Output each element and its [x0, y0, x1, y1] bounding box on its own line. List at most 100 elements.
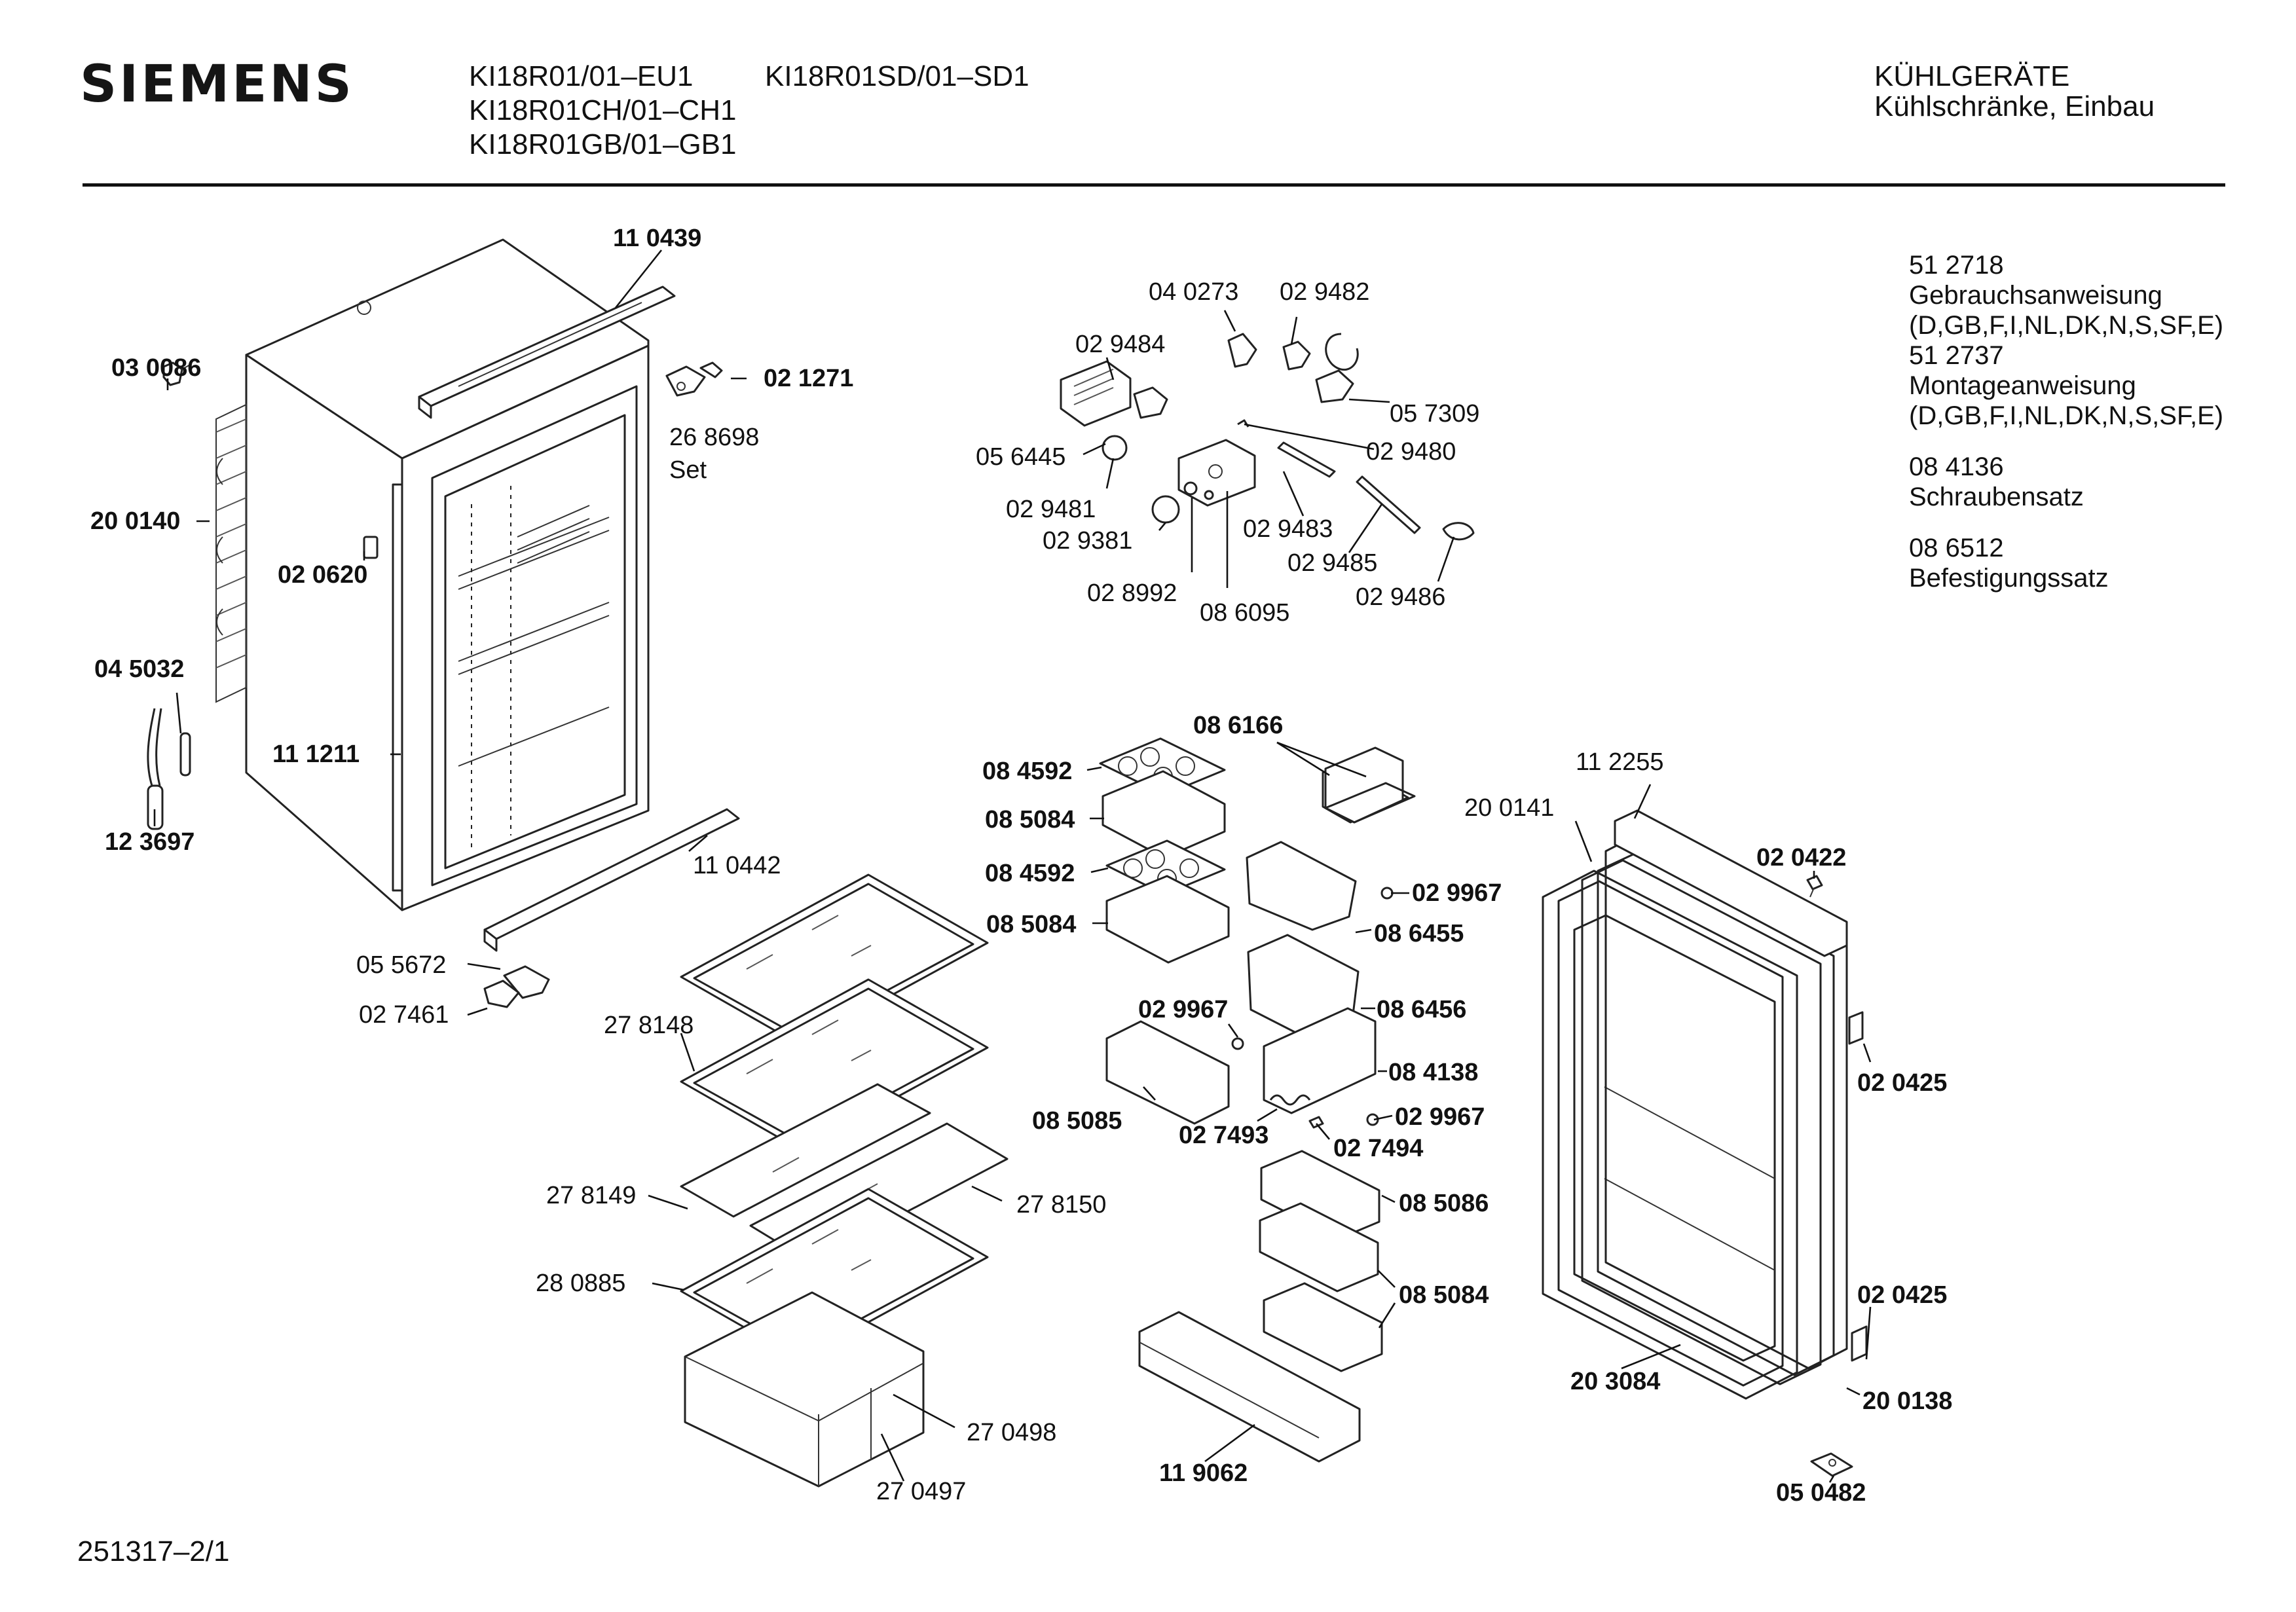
bottom-rail-part [483, 808, 740, 952]
leader-lines [153, 249, 1872, 1483]
part-number-label: 05 5672 [356, 951, 446, 979]
top-hinge-rail-part [1614, 809, 1848, 957]
part-number-label: 05 0482 [1776, 1479, 1866, 1507]
part-number-label: 11 2255 [1576, 748, 1664, 776]
part-number-label: 02 7461 [359, 1001, 449, 1029]
part-number-label: 02 9484 [1075, 331, 1165, 358]
hinge-bracket-part [665, 361, 723, 397]
header-divider [83, 183, 2225, 187]
glass-shelf-part [680, 978, 989, 1151]
thermostat-sensor-part [147, 708, 191, 830]
part-number-label: 20 3084 [1570, 1368, 1660, 1395]
part-number-label: 08 5086 [1399, 1190, 1489, 1217]
model-code: KI18R01GB/01–GB1 [469, 128, 737, 160]
model-code: KI18R01CH/01–CH1 [469, 94, 737, 126]
part-number-label: 20 0138 [1862, 1387, 1952, 1415]
document-number: 08 6512 [1909, 534, 2004, 562]
document-languages: (D,GB,F,I,NL,DK,N,S,SF,E) [1909, 311, 2224, 340]
part-number-label: 11 0439 [613, 225, 701, 252]
door-fixture-box-part [1324, 746, 1416, 824]
part-number-label: 27 0497 [876, 1478, 966, 1505]
part-number-label: 02 9486 [1356, 583, 1445, 611]
part-number-label: 08 6166 [1193, 712, 1283, 739]
part-number-label: 05 7309 [1390, 400, 1479, 428]
part-number-label: 02 0620 [278, 561, 367, 589]
part-labels: 11 0439 03 0086 02 1271 26 8698 Set 20 0… [90, 225, 1952, 1507]
bottle-bin-part [1138, 1311, 1361, 1463]
part-number-label: 02 7493 [1179, 1122, 1268, 1149]
hinge-plate-part [483, 965, 550, 1008]
part-number-label: 02 9967 [1395, 1103, 1485, 1131]
part-number-label: 08 4592 [985, 860, 1075, 887]
sheet-number: 251317–2/1 [77, 1535, 230, 1567]
part-number-label: 20 0141 [1464, 794, 1554, 822]
part-number-label: 02 9483 [1243, 515, 1333, 543]
crisper-drawer-part [684, 1291, 925, 1488]
part-number-label: 12 3697 [105, 828, 194, 856]
part-number-label: 08 5084 [1399, 1281, 1489, 1309]
part-number-label: 02 0425 [1857, 1069, 1947, 1097]
document-title: Befestigungssatz [1909, 564, 2109, 593]
door-bin-part [1260, 1150, 1380, 1240]
part-number-label: 02 7494 [1333, 1135, 1423, 1162]
document-number: 51 2737 [1909, 341, 2004, 370]
document-list: 51 2718 Gebrauchsanweisung (D,GB,F,I,NL,… [1909, 250, 2223, 593]
part-number-label: 20 0140 [90, 507, 180, 535]
part-number-label: 02 9485 [1287, 549, 1377, 577]
bottom-hinge-part [1810, 1452, 1853, 1477]
screw-part [1806, 875, 1823, 898]
document-languages: (D,GB,F,I,NL,DK,N,S,SF,E) [1909, 401, 2224, 430]
part-number-label: 27 8148 [604, 1012, 694, 1039]
document-title: Montageanweisung [1909, 371, 2136, 400]
glass-shelf-part [680, 873, 989, 1046]
part-number-label: 02 9967 [1412, 879, 1502, 907]
part-number-label: 02 8992 [1087, 579, 1177, 607]
hinge-cover-part [1848, 1011, 1868, 1362]
part-number-label: 02 9381 [1043, 527, 1132, 555]
part-number-label: 28 0885 [536, 1270, 625, 1297]
dairy-flap-part [1246, 841, 1394, 931]
document-number: 08 4136 [1909, 452, 2004, 481]
document-title: Schraubensatz [1909, 483, 2084, 511]
door-bin-part [1102, 770, 1226, 859]
thermostat-assembly [1060, 333, 1475, 541]
door-bin-part [1105, 1020, 1244, 1125]
part-number-label: 11 9062 [1159, 1459, 1248, 1487]
part-number-label: 04 0273 [1149, 278, 1238, 306]
part-number-label: 27 8150 [1016, 1191, 1106, 1218]
part-number-label: 03 0086 [111, 354, 201, 382]
part-number-label: 02 0422 [1756, 844, 1846, 871]
part-number-label: 26 8698 [669, 424, 759, 451]
part-number-label: 05 6445 [976, 443, 1065, 471]
door-bin-part [1105, 875, 1230, 964]
part-number-label: 02 9480 [1366, 438, 1456, 466]
part-number-label: 27 8149 [546, 1182, 636, 1209]
door-panel-part [1542, 870, 1798, 1400]
part-set-label: Set [669, 456, 707, 484]
part-number-label: 04 5032 [94, 655, 184, 683]
part-number-label: 08 6456 [1377, 996, 1466, 1023]
category-title: KÜHLGERÄTE [1874, 60, 2070, 92]
part-number-label: 11 0442 [693, 852, 781, 879]
cabinet-body [215, 238, 650, 911]
part-number-label: 27 0498 [967, 1419, 1056, 1446]
category-subtitle: Kühlschränke, Einbau [1874, 90, 2155, 122]
part-number-label: 08 6095 [1200, 599, 1289, 627]
door-bin-part [1259, 1202, 1379, 1292]
dairy-holder-part [1263, 1007, 1377, 1114]
door-bin-part [1263, 1282, 1383, 1372]
part-number-label: 02 0425 [1857, 1281, 1947, 1309]
part-number-label: 02 9482 [1280, 278, 1369, 306]
part-number-label: 02 9481 [1006, 496, 1096, 523]
part-number-label: 08 5084 [985, 806, 1075, 833]
part-number-label: 08 5085 [1032, 1107, 1122, 1135]
document-title: Gebrauchsanweisung [1909, 281, 2162, 310]
part-number-label: 08 6455 [1374, 920, 1464, 947]
part-number-label: 02 9967 [1138, 996, 1228, 1023]
document-number: 51 2718 [1909, 251, 2004, 280]
part-number-label: 08 4138 [1388, 1059, 1478, 1086]
spring-part [1269, 1094, 1379, 1129]
part-number-label: 08 4592 [982, 758, 1072, 785]
